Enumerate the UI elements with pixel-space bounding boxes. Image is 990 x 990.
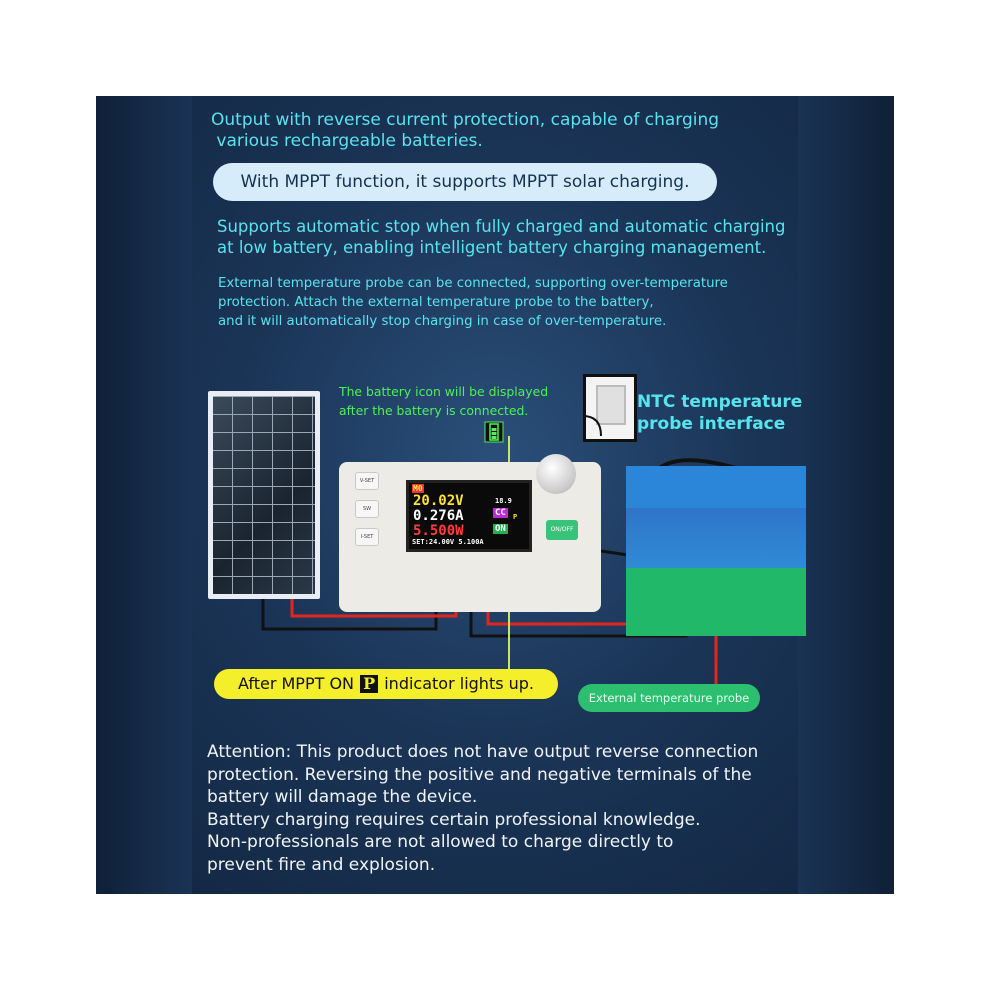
note-line: after the battery is connected. xyxy=(339,403,529,418)
mppt-indicator-note: After MPPT ON P indicator lights up. xyxy=(214,669,558,699)
attention-line: Attention: This product does not have ou… xyxy=(207,742,759,762)
attention-line: protection. Reversing the positive and n… xyxy=(207,764,752,785)
ntc-label-line: probe interface xyxy=(637,414,786,434)
current-readout: 0.276A xyxy=(413,508,464,524)
solar-panel xyxy=(208,391,320,599)
power-readout: 5.500W xyxy=(413,523,464,539)
on-badge: ON xyxy=(493,524,508,534)
mppt-pill: With MPPT function, it supports MPPT sol… xyxy=(213,163,717,201)
headline-line: various rechargeable batteries. xyxy=(211,131,483,151)
voltage-readout: 20.02V xyxy=(413,493,464,509)
attention-line: battery will damage the device. xyxy=(207,787,478,807)
headline-reverse-current: Output with reverse current protection, … xyxy=(211,110,719,152)
headline-auto-stop: Supports automatic stop when fully charg… xyxy=(217,216,785,258)
p-indicator: P xyxy=(513,513,518,521)
mppt-note-end: indicator lights up. xyxy=(384,674,535,693)
mppt-note-start: After MPPT ON xyxy=(237,674,355,693)
headline-temp-probe: External temperature probe can be connec… xyxy=(218,274,728,331)
lcd-screen: M0 20.02V 0.276A 5.500W 18.9 CC ON P SET… xyxy=(406,480,532,552)
headline-line: at low battery, enabling intelligent bat… xyxy=(217,238,767,257)
external-probe-label: External temperature probe xyxy=(578,684,760,712)
product-panel: Output with reverse current protection, … xyxy=(96,96,894,894)
set-readout: SET:24.00V 5.100A xyxy=(412,538,484,546)
ntc-label: NTC temperature probe interface xyxy=(637,391,802,435)
attention-line: Non-professionals are not allowed to cha… xyxy=(207,832,674,852)
headline-line: Supports automatic stop when fully charg… xyxy=(217,217,786,236)
sw-button[interactable]: SW xyxy=(355,500,379,518)
right-shade xyxy=(798,96,894,894)
battery-icon-note: The battery icon will be displayed after… xyxy=(339,382,548,420)
headline-line: External temperature probe can be connec… xyxy=(218,276,728,291)
ntc-connector-photo xyxy=(583,374,637,442)
headline-line: and it will automatically stop charging … xyxy=(218,314,667,329)
battery-pack xyxy=(626,466,806,636)
p-badge-icon: P xyxy=(359,674,380,694)
attention-line: prevent fire and explosion. xyxy=(207,854,436,875)
encoder-knob[interactable] xyxy=(536,454,576,494)
ntc-label-line: NTC temperature xyxy=(637,392,803,412)
battery-icon xyxy=(484,421,504,443)
iset-button[interactable]: I-SET xyxy=(355,528,379,546)
vset-button[interactable]: V-SET xyxy=(355,472,379,490)
charger-module: V-SET SW I-SET M0 20.02V 0.276A 5.500W 1… xyxy=(339,454,601,612)
headline-line: Output with reverse current protection, … xyxy=(211,110,720,130)
mode-label: M0 xyxy=(412,484,424,493)
attention-text: Attention: This product does not have ou… xyxy=(207,741,758,876)
left-shade xyxy=(96,96,192,894)
cc-badge: CC xyxy=(493,508,508,518)
attention-line: Battery charging requires certain profes… xyxy=(207,809,701,830)
note-line: The battery icon will be displayed xyxy=(339,384,549,399)
onoff-button[interactable]: ON/OFF xyxy=(546,520,578,540)
temp-readout: 18.9 xyxy=(495,497,512,505)
headline-line: protection. Attach the external temperat… xyxy=(218,295,654,310)
